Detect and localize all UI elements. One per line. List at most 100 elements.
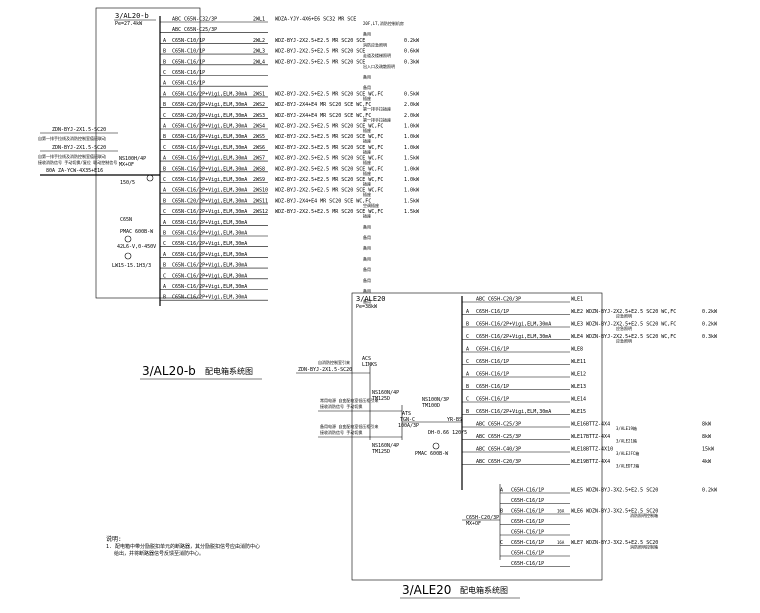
left-circuit-load: 备用 [363, 245, 371, 251]
right-breaker-3: NS100N/3P [422, 397, 449, 403]
right-circuit-code: WLE16 [571, 422, 586, 428]
left-meter-icon [124, 235, 132, 243]
left-circuit-code: 2WS8 [253, 166, 265, 172]
left-incoming-power: 80A ZA-YCW-4X35+E16 [46, 168, 103, 174]
left-panel: 3/AL20-b Pe=27.4kW ZDN-BYJ-2X1.5-SC20 自第… [38, 7, 420, 380]
left-circuit-load: 插座 [363, 170, 371, 176]
left-circuit-phase: A [163, 220, 166, 226]
left-circuit-code: 2WS1 [253, 91, 265, 97]
left-circuit-cable: WDZ-BYJ-2X2.5+E2.5 MR SC20 SCE WC,FC [275, 145, 383, 151]
left-circuit-breaker: C65N-C16/2P+Vigi,ELM,30mA [172, 209, 247, 215]
notes-heading: 说明: [106, 535, 122, 543]
right-sub-circuit-breaker: C65H-C16/1P [511, 498, 544, 504]
left-circuit-breaker: C65N-C16/2P+Vigi,ELM,30mA [172, 124, 247, 130]
right-circuit-power: 4kW [702, 459, 712, 465]
left-ct-spec: LW15-15.1H3/3 [112, 263, 151, 269]
right-sub-circuit-load: 消防照明控制箱 [630, 512, 658, 518]
left-circuit-load: 走道及楼梯照明 [363, 52, 391, 58]
left-circuit-phase: C [163, 273, 166, 279]
left-meter-label: PMAC 600B-W [120, 229, 154, 235]
right-dh-label: DH-0.66 120/5 [428, 430, 467, 436]
right-sub-circuit-breaker: C65H-C16/1P [511, 540, 544, 546]
left-meter-spec: 42L6-V,0-450V [117, 244, 156, 250]
right-circuit-breaker: C65H-C16/1P [476, 384, 509, 390]
right-circuit-load: 应急照明 [616, 338, 632, 344]
left-circuit-load: 备用 [363, 84, 371, 90]
right-feeder-note-4: 接收消防信号 手动切换 [320, 429, 362, 435]
left-circuit-row: C C65N-C16/1P 备用 [160, 70, 371, 80]
left-circuit-power: 1.0kW [404, 166, 420, 172]
left-circuit-power: 0.5kW [404, 91, 420, 97]
left-circuit-phase: B [163, 102, 166, 108]
left-circuit-phase: A [163, 124, 166, 130]
right-circuit-load: 3/ALEJFC箱 [616, 450, 639, 456]
left-circuit-breaker: C65N-C16/2P+Vigi,ELM,30mA [172, 166, 247, 172]
left-circuit-cable: WDZ-BYJ-2X2.5+E2.5 MR SC20 SCE [275, 59, 365, 65]
left-circuit-load: 出入口及疏散照明 [363, 63, 395, 69]
left-circuit-breaker: C65N-C16/2P+Vigi,ELM,30mA [172, 263, 247, 269]
right-feeder-note-1: 常用电源 自变配电室低压柜引来 [320, 397, 378, 403]
right-circuit-breaker: ABC C65H-C25/3P [476, 422, 521, 428]
right-incoming-cable: ZDN-BYJ-2X1.5-SC20 [298, 367, 352, 373]
left-incoming-cable-1: ZDN-BYJ-2X1.5-SC20 [52, 127, 106, 133]
left-circuit-cable: WDZ-BYJ-2X2.5+E2.5 MR SC20 SCE WC,FC [275, 156, 383, 162]
left-circuit-load: 插座 [363, 213, 371, 219]
left-circuit-cable: WDZ-BYJ-2X4+E4 MR SC20 SCE WC,FC [275, 198, 371, 204]
left-circuit-load: 插座 [363, 159, 371, 165]
left-ct-icon [124, 252, 132, 260]
left-circuit-breaker: C65N-C16/1P [172, 70, 205, 76]
right-panel-power: Pe=38kW [356, 304, 378, 310]
left-panel-title: 3/AL20-b [142, 364, 196, 378]
left-circuit-phase: C [163, 113, 166, 119]
right-circuit-code: WLE3 [571, 322, 583, 328]
left-circuit-load: 插座 [363, 148, 371, 154]
left-circuit-phase: C [163, 70, 166, 76]
right-circuit-code: WLE15 [571, 409, 586, 415]
right-sub-circuit-rating: 16A [557, 540, 565, 545]
left-panel-title-suffix: 配电箱系统图 [205, 366, 253, 376]
left-circuit-load: 插座 [363, 127, 371, 133]
right-sub-circuit-row: C65H-C16/1P [500, 551, 570, 557]
right-circuit-code: WLE4 [571, 334, 583, 340]
left-circuit-row: C C65N-C16/2P+Vigi,ELM,30mA 备用 [160, 241, 371, 251]
right-circuit-load: 应急照明 [616, 313, 632, 319]
left-circuit-load: 备用 [363, 74, 371, 80]
right-circuit-cable: WDZN-BYJ-2X2.5+E2.5 SC20 WC,FC [586, 322, 676, 328]
left-circuit-code: 2WL4 [253, 59, 265, 65]
left-circuit-breaker: C65N-C16/2P+Vigi,ELM,30mA [172, 188, 247, 194]
left-circuit-load: 备用 [363, 266, 371, 272]
left-circuit-power: 1.0kW [404, 188, 420, 194]
right-circuit-code: WLE18 [571, 447, 586, 453]
left-circuit-phase: A [163, 284, 166, 290]
left-circuit-breaker: C65N-C16/2P+Vigi,ELM,30mA [172, 284, 247, 290]
right-panel-frame [351, 292, 603, 581]
left-circuit-breaker: C65N-C10/1P [172, 38, 205, 44]
right-breaker-2: NS160N/4P [372, 443, 399, 449]
right-circuit-power: 8kW [702, 422, 712, 428]
right-sub-circuit-code: WLE5 [571, 488, 583, 494]
left-circuit-phase: C [163, 241, 166, 247]
right-circuit-phase: A [466, 372, 469, 378]
left-circuit-code: 2WS10 [253, 188, 268, 194]
left-circuit-breaker: C65N-C16/2P+Vigi,ELM,30mA [172, 241, 247, 247]
left-circuit-load: 备用 [363, 288, 371, 294]
left-circuit-breaker: C65N-C16/2P+Vigi,ELM,30mA [172, 177, 247, 183]
right-sub-circuit-code: WLE7 [571, 540, 583, 546]
right-circuit-power: 8kW [702, 434, 712, 440]
right-circuit-breaker: ABC C65H-C20/3P [476, 297, 521, 303]
right-sub-circuit-cable: WDZN-BYJ-3X2.5+E2.5 SC20 [586, 488, 658, 494]
right-feeder-note-2: 接收消防信号 手动切换 [320, 403, 362, 409]
left-circuit-phase: A [163, 81, 166, 87]
left-ct-symbol [146, 174, 154, 182]
